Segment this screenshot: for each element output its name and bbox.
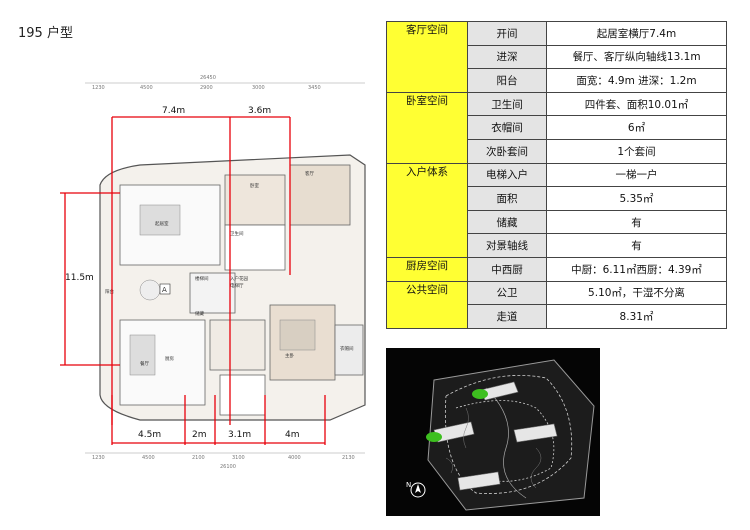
room-label-8: 入户花园 bbox=[230, 275, 248, 282]
top-dim-1: 3.6m bbox=[248, 106, 271, 116]
table-row: 面积 5.35㎡ bbox=[387, 186, 727, 211]
value-cell: 5.35㎡ bbox=[546, 186, 727, 211]
room-label-12: 衣帽间 bbox=[340, 345, 354, 352]
bottom-dim-2: 3.1m bbox=[228, 430, 251, 440]
room-label-9: 楼梯间 bbox=[195, 275, 209, 282]
table-row: 阳台 面宽：4.9m 进深：1.2m bbox=[387, 68, 727, 93]
room-label-0: 起居室 bbox=[155, 220, 169, 227]
spec-table: 客厅空间 开间 起居室横厅7.4m 进深 餐厅、客厅纵向轴线13.1m 阳台 面… bbox=[386, 21, 727, 329]
top-small-dim-3: 3000 bbox=[252, 85, 265, 91]
bottom-small-dim-0: 1230 bbox=[92, 455, 105, 461]
table-row: 客厅空间 开间 起居室横厅7.4m bbox=[386, 21, 727, 93]
plan-marker: A bbox=[162, 286, 167, 294]
value-cell: 8.31㎡ bbox=[546, 304, 727, 329]
category-cell: 卧室空间 bbox=[386, 91, 468, 164]
value-cell: 1个套间 bbox=[546, 138, 727, 164]
bottom-small-dim-5: 2130 bbox=[342, 455, 355, 461]
top-small-dim-4: 3450 bbox=[308, 85, 321, 91]
room-label-10: 电梯厅 bbox=[230, 282, 244, 289]
bottom-small-dim-4: 4000 bbox=[288, 455, 301, 461]
value-cell: 有 bbox=[546, 233, 727, 258]
value-cell: 面宽：4.9m 进深：1.2m bbox=[546, 68, 727, 93]
top-total-dim: 26450 bbox=[200, 75, 216, 81]
site-map: N bbox=[386, 348, 600, 516]
table-row: 进深 餐厅、客厅纵向轴线13.1m bbox=[387, 44, 727, 70]
value-cell: 餐厅、客厅纵向轴线13.1m bbox=[546, 44, 727, 70]
bottom-dim-0: 4.5m bbox=[138, 430, 161, 440]
item-cell: 阳台 bbox=[467, 68, 547, 93]
item-cell: 中西厨 bbox=[467, 256, 547, 282]
room-label-11: 储藏 bbox=[195, 310, 204, 317]
floor-plan: 1230 4500 2900 3000 3450 26450 A 起居室 卧室 … bbox=[60, 75, 366, 470]
table-row: 储藏 有 bbox=[387, 209, 727, 235]
room-label-6: 卫生间 bbox=[230, 230, 244, 237]
item-cell: 开间 bbox=[467, 21, 547, 46]
room-label-7: 阳台 bbox=[105, 288, 114, 295]
item-cell: 电梯入户 bbox=[467, 162, 547, 188]
value-cell: 中厨：6.11㎡西厨：4.39㎡ bbox=[546, 256, 727, 282]
item-cell: 次卧套间 bbox=[467, 138, 547, 164]
value-cell: 6㎡ bbox=[546, 115, 727, 140]
room-label-1: 卧室 bbox=[250, 182, 259, 189]
value-cell: 有 bbox=[546, 209, 727, 235]
site-map-graphic: N bbox=[386, 348, 600, 516]
room-label-3: 餐厅 bbox=[140, 360, 149, 367]
item-cell: 走道 bbox=[467, 304, 547, 329]
category-cell: 公共空间 bbox=[386, 280, 468, 329]
page-title: 195 户型 bbox=[18, 26, 73, 41]
table-row: 入户体系 电梯入户 一梯一户 bbox=[386, 162, 727, 258]
room-label-5: 主卧 bbox=[285, 352, 294, 359]
bottom-dim-3: 4m bbox=[285, 430, 300, 440]
left-dim: 11.5m bbox=[65, 273, 94, 283]
room-label-2: 客厅 bbox=[305, 170, 314, 177]
value-cell: 四件套、面积10.01㎡ bbox=[546, 91, 727, 117]
top-dim-0: 7.4m bbox=[162, 106, 185, 116]
item-cell: 储藏 bbox=[467, 209, 547, 235]
top-small-dim-2: 2900 bbox=[200, 85, 213, 91]
value-cell: 5.10㎡，干湿不分离 bbox=[546, 280, 727, 306]
table-row: 厨房空间 中西厨 中厨：6.11㎡西厨：4.39㎡ bbox=[386, 256, 727, 282]
top-small-dim-1: 4500 bbox=[140, 85, 153, 91]
bottom-small-dim-2: 2100 bbox=[192, 455, 205, 461]
bottom-total-dim: 26100 bbox=[220, 464, 236, 470]
item-cell: 面积 bbox=[467, 186, 547, 211]
table-row: 公共空间 公卫 5.10㎡，干湿不分离 bbox=[386, 280, 727, 329]
bottom-dim-1: 2m bbox=[192, 430, 207, 440]
table-row: 对景轴线 有 bbox=[387, 233, 727, 258]
table-row: 次卧套间 1个套间 bbox=[387, 138, 727, 164]
room-label-4: 厨房 bbox=[165, 355, 174, 362]
category-cell: 厨房空间 bbox=[386, 256, 468, 282]
category-cell: 客厅空间 bbox=[386, 21, 468, 93]
item-cell: 衣帽间 bbox=[467, 115, 547, 140]
value-cell: 一梯一户 bbox=[546, 162, 727, 188]
item-cell: 对景轴线 bbox=[467, 233, 547, 258]
bottom-small-dim-3: 3100 bbox=[232, 455, 245, 461]
item-cell: 进深 bbox=[467, 44, 547, 70]
table-row: 走道 8.31㎡ bbox=[387, 304, 727, 329]
category-cell: 入户体系 bbox=[386, 162, 468, 258]
top-small-dim-0: 1230 bbox=[92, 85, 105, 91]
table-row: 卧室空间 卫生间 四件套、面积10.01㎡ bbox=[386, 91, 727, 164]
bottom-small-dim-1: 4500 bbox=[142, 455, 155, 461]
compass-label: N bbox=[406, 481, 411, 489]
item-cell: 公卫 bbox=[467, 280, 547, 306]
value-cell: 起居室横厅7.4m bbox=[546, 21, 727, 46]
item-cell: 卫生间 bbox=[467, 91, 547, 117]
